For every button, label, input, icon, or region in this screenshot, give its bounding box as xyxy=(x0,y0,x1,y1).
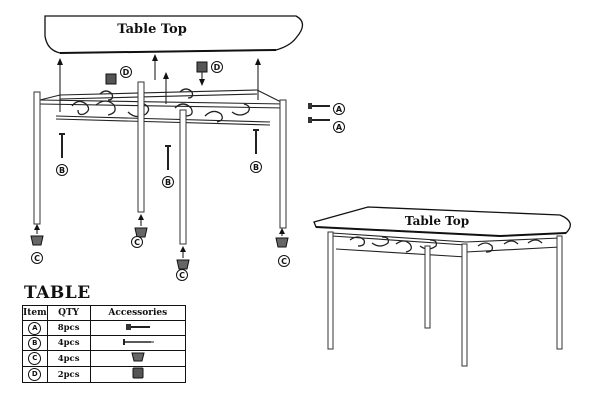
callout-d-2: D xyxy=(211,61,223,73)
header-qty: QTY xyxy=(46,305,91,321)
screws-b xyxy=(59,129,259,170)
item-cell: D xyxy=(22,366,48,383)
svg-text:A: A xyxy=(336,105,343,114)
qty-cell: 4pcs xyxy=(46,350,91,367)
accessory-cell xyxy=(89,335,187,351)
svg-text:B: B xyxy=(59,166,65,175)
item-cell: A xyxy=(22,320,48,336)
svg-text:A: A xyxy=(336,123,343,132)
foot-caps-c xyxy=(30,214,289,270)
callout-b-2: B xyxy=(162,176,174,188)
svg-text:C: C xyxy=(179,271,185,280)
parts-legend: TABLE Item QTY Accessories A 8pcs B 4pcs xyxy=(22,283,192,383)
callout-a-2: A xyxy=(333,121,345,133)
callout-a-1: A xyxy=(333,103,345,115)
svg-text:D: D xyxy=(214,63,221,72)
screw-icon xyxy=(122,338,154,345)
callout-c-3: C xyxy=(176,269,188,281)
frame-upper xyxy=(39,88,286,126)
callout-b-3: B xyxy=(250,161,262,173)
bolt-icon xyxy=(125,323,150,330)
accessory-cell xyxy=(89,350,187,367)
legs-upper xyxy=(33,81,287,245)
table-row: B 4pcs xyxy=(22,335,187,351)
table-row: C 4pcs xyxy=(22,350,187,367)
nut-cap-icon xyxy=(132,367,144,379)
qty-cell: 2pcs xyxy=(46,366,91,383)
table-top-upper-label: Table Top xyxy=(117,22,187,37)
item-cell: C xyxy=(22,350,48,367)
table-top-lower-label: Table Top xyxy=(405,214,469,228)
header-accessories: Accessories xyxy=(89,305,187,321)
table-top-upper: Table Top xyxy=(44,15,304,54)
parts-table: Item QTY Accessories A 8pcs B 4pcs xyxy=(22,305,187,383)
item-cell: B xyxy=(22,335,48,351)
legend-title: TABLE xyxy=(24,283,91,303)
table-row: A 8pcs xyxy=(22,320,187,336)
qty-cell: 8pcs xyxy=(46,320,91,336)
svg-text:C: C xyxy=(34,254,40,263)
svg-text:C: C xyxy=(134,238,140,247)
accessory-cell xyxy=(89,366,187,383)
svg-text:D: D xyxy=(123,68,130,77)
parts-table-header: Item QTY Accessories xyxy=(22,305,187,321)
assembly-arrows xyxy=(57,54,261,112)
callout-b-1: B xyxy=(56,164,68,176)
callout-d-1: D xyxy=(120,66,132,78)
nut-caps-d xyxy=(105,61,208,86)
assembled-table: Table Top xyxy=(313,206,571,367)
svg-text:C: C xyxy=(281,257,287,266)
table-row: D 2pcs xyxy=(22,366,187,383)
foot-cap-icon xyxy=(131,352,145,362)
callout-c-1: C xyxy=(31,252,43,264)
qty-cell: 4pcs xyxy=(46,335,91,351)
svg-text:B: B xyxy=(165,178,171,187)
callout-c-2: C xyxy=(131,236,143,248)
header-item: Item xyxy=(22,305,48,321)
svg-text:B: B xyxy=(253,163,259,172)
bolts-a xyxy=(308,103,330,123)
callout-c-4: C xyxy=(278,255,290,267)
accessory-cell xyxy=(89,320,187,336)
